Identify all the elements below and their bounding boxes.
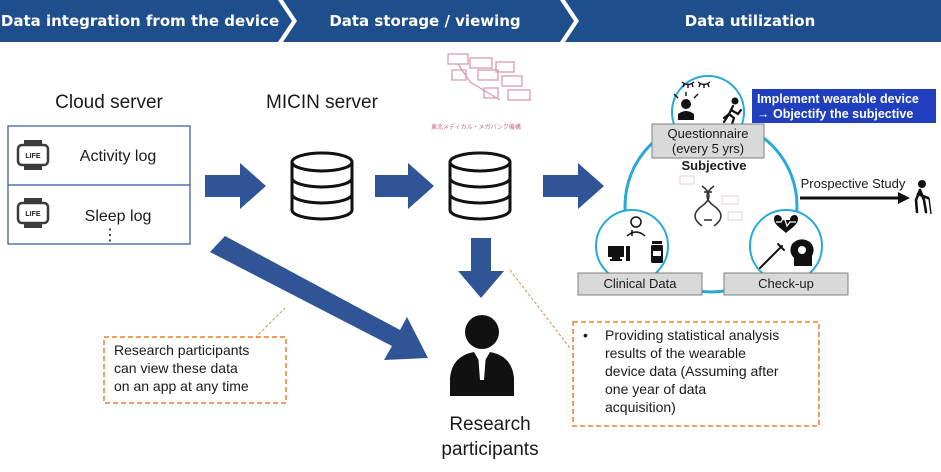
sleep-log-label: Sleep log (85, 208, 152, 225)
questionnaire-label-box (651, 123, 765, 159)
callout-line1: Implement wearable device (757, 92, 919, 106)
life-badge-label: LIFE (25, 211, 40, 218)
note-right-line1: Providing statistical analysis (605, 327, 779, 343)
header-bar: Data integration from the device Data st… (0, 0, 941, 42)
activity-log-label: Activity log (80, 148, 156, 165)
medicine-bottle-icon (651, 241, 663, 263)
person-icon (450, 315, 514, 396)
flow-arrow (205, 163, 266, 209)
note-right-line3: device data (Assuming after (605, 363, 779, 379)
prospective-study-label: Prospective Study (801, 176, 906, 191)
clinical-data-label-box (577, 272, 703, 296)
header-step-utilization (565, 0, 941, 42)
checkup-label-box (723, 272, 849, 296)
note-connector (509, 269, 571, 349)
note-box-right (572, 321, 820, 427)
participants-label-line1: Research (449, 414, 530, 435)
database-icon (290, 151, 354, 221)
cloud-server-box: LIFE Activity log LIFE Sleep log ⋮ (7, 125, 191, 245)
running-person-icon (722, 97, 743, 126)
more-items-ellipsis: ⋮ (102, 227, 118, 244)
syringe-icon (759, 243, 785, 269)
header-step2-label: Data storage / viewing (329, 12, 520, 30)
header-step-integration (0, 0, 292, 42)
note-left-line1: Research participants (114, 342, 249, 358)
note-right-line5: acquisition) (605, 399, 676, 415)
note-right-line4: one year of data (605, 381, 706, 397)
life-badge-label: LIFE (25, 153, 40, 160)
note-box-left (103, 336, 287, 404)
subjective-label: Subjective (681, 158, 746, 173)
heartbeat-icon (774, 214, 798, 233)
note-right-line2: results of the wearable (605, 345, 746, 361)
database-icon (448, 151, 512, 221)
wearable-watch-icon: LIFE (16, 140, 50, 170)
note-left-line3: on an app at any time (114, 378, 249, 394)
cloud-server-title: Cloud server (55, 92, 163, 113)
flow-arrow (375, 163, 434, 209)
participants-label-line2: participants (441, 439, 538, 460)
prospective-arrow (800, 192, 910, 204)
flow-arrow-down (458, 238, 504, 298)
flow-arrow (543, 163, 604, 209)
checkup-label: Check-up (758, 276, 814, 291)
questionnaire-label-line1: Questionnaire (668, 126, 749, 141)
wearable-callout (752, 89, 936, 123)
elderly-person-icon (914, 180, 932, 215)
callout-line2: → Objectify the subjective (757, 107, 913, 121)
stress-person-icon (673, 92, 699, 120)
tohoku-medical-megabank-logo (447, 53, 531, 101)
flow-arrow-diagonal (210, 236, 428, 360)
sleep-eyes-icon (681, 81, 711, 88)
logo-caption: 東北メディカル・メガバンク機構 (431, 123, 521, 131)
doctor-icon (626, 216, 646, 237)
header-step-storage (283, 0, 574, 42)
computer-icon (608, 246, 630, 261)
wearable-watch-icon: LIFE (16, 198, 50, 228)
header-step3-label: Data utilization (685, 12, 816, 30)
note-left-line2: can view these data (114, 360, 238, 376)
header-step1-label: Data integration from the device (1, 12, 279, 30)
dna-icon (694, 185, 722, 227)
note-right-bullet: • (583, 327, 588, 343)
micin-server-title: MICIN server (266, 92, 379, 113)
brain-head-icon (790, 239, 814, 266)
note-connector (254, 307, 286, 339)
questionnaire-label-line2: (every 5 yrs) (672, 141, 744, 156)
clinical-data-label: Clinical Data (604, 276, 678, 291)
